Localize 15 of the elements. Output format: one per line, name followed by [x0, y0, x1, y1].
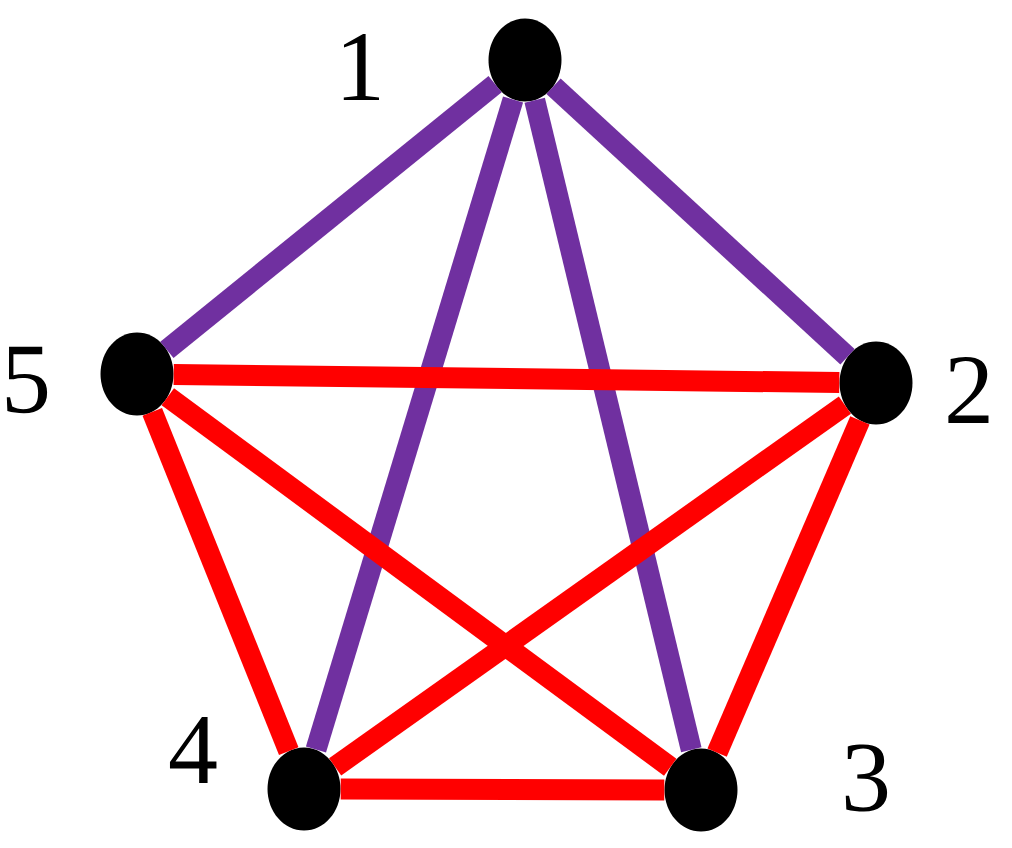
edge-line — [142, 408, 299, 755]
vertex-number: 1 — [343, 34, 379, 100]
vertex-dot — [839, 341, 913, 425]
vertex-dot — [488, 18, 562, 102]
vertex-dot — [100, 332, 174, 416]
vertex-number: 2 — [948, 356, 989, 424]
vertex-number: 5 — [6, 346, 48, 414]
edge-line — [546, 78, 855, 365]
vertex-number: 3 — [845, 744, 888, 812]
vertex-dot — [267, 747, 341, 831]
vertex-dot — [664, 748, 738, 832]
edge-line — [707, 416, 870, 757]
vertex-number: 4 — [169, 717, 217, 783]
edge-line — [340, 778, 665, 801]
edge-line — [160, 76, 502, 358]
